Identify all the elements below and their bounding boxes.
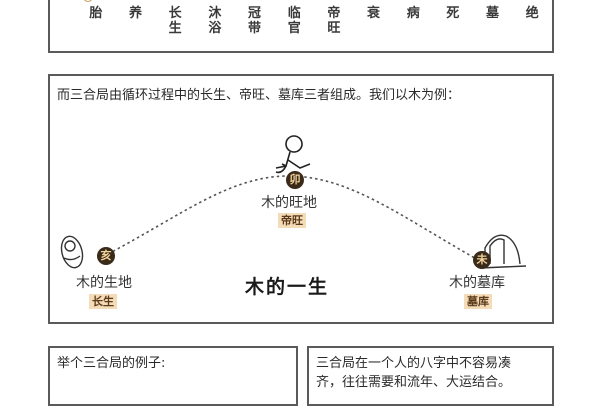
baby-icon: [60, 235, 84, 269]
stage-char-1: 临: [287, 6, 301, 21]
stage-item: 冠带: [235, 6, 275, 36]
wood-cycle-panel: 而三合局由循环过程中的长生、帝旺、墓库三者组成。我们以木为例： 亥 木的生地 长…: [48, 74, 554, 324]
note-panel: 三合局在一个人的八字中不容易凑 齐，往往需要和流年、大运结合。: [307, 346, 554, 406]
stage-item: 帝旺: [314, 6, 354, 36]
stage-char-1: 衰: [367, 6, 381, 21]
marker-icon: [83, 0, 93, 2]
stage-item: 临官: [274, 6, 314, 36]
stage-char-1: 冠: [248, 6, 262, 21]
stage-char-2: 旺: [327, 21, 341, 36]
dancing-figure-icon: [275, 135, 311, 174]
stage-item: 病: [393, 6, 433, 36]
stage-item: 长生: [155, 6, 195, 36]
stage-char-2: 带: [248, 21, 262, 36]
stage-char-2: 浴: [208, 21, 222, 36]
stage-char-1: 养: [129, 6, 143, 21]
stage-char-1: 长: [168, 6, 182, 21]
note-line-2: 齐，往往需要和流年、大运结合。: [316, 375, 512, 390]
stage-item: 墓: [473, 6, 513, 36]
stage-item: 沐浴: [195, 6, 235, 36]
tomb-icon: [479, 234, 527, 269]
stage-char-1: 沐: [208, 6, 222, 21]
intro-text: 而三合局由循环过程中的长生、帝旺、墓库三者组成。我们以木为例：: [57, 88, 461, 103]
twelve-stages-panel: 胎养长生沐浴冠带临官帝旺衰病死墓绝: [48, 0, 554, 53]
stage-char-1: 绝: [525, 6, 539, 21]
stage-item: 胎: [76, 6, 116, 36]
example-text: 举个三合局的例子:: [57, 356, 166, 371]
cycle-title: 木的一生: [245, 276, 330, 298]
stage-char-1: 胎: [89, 6, 103, 21]
stage-list: 胎养长生沐浴冠带临官帝旺衰病死墓绝: [50, 6, 552, 36]
stage-item: 死: [433, 6, 473, 36]
stage-char-2: 生: [168, 21, 182, 36]
branch-node-hai: 亥: [97, 247, 115, 265]
peak-place-label: 木的旺地: [261, 195, 317, 211]
stage-char-1: 死: [446, 6, 460, 21]
tomb-place-label: 木的墓库: [449, 275, 505, 291]
birth-tag: 长生: [89, 294, 117, 309]
stage-item: 衰: [354, 6, 394, 36]
stage-char-2: 官: [287, 21, 301, 36]
example-panel: 举个三合局的例子:: [48, 346, 298, 406]
note-text: 三合局在一个人的八字中不容易凑 齐，往往需要和流年、大运结合。: [316, 354, 511, 392]
branch-node-wei: 未: [473, 251, 491, 269]
stage-char-1: 墓: [486, 6, 500, 21]
stage-item: 绝: [512, 6, 552, 36]
tomb-tag: 墓库: [464, 294, 492, 309]
stage-item: 养: [116, 6, 156, 36]
stage-char-1: 帝: [327, 6, 341, 21]
stage-char-1: 病: [406, 6, 420, 21]
branch-node-mao: 卯: [286, 171, 304, 189]
peak-tag: 帝旺: [278, 213, 306, 228]
note-line-1: 三合局在一个人的八字中不容易凑: [316, 356, 512, 371]
birth-place-label: 木的生地: [76, 275, 132, 291]
